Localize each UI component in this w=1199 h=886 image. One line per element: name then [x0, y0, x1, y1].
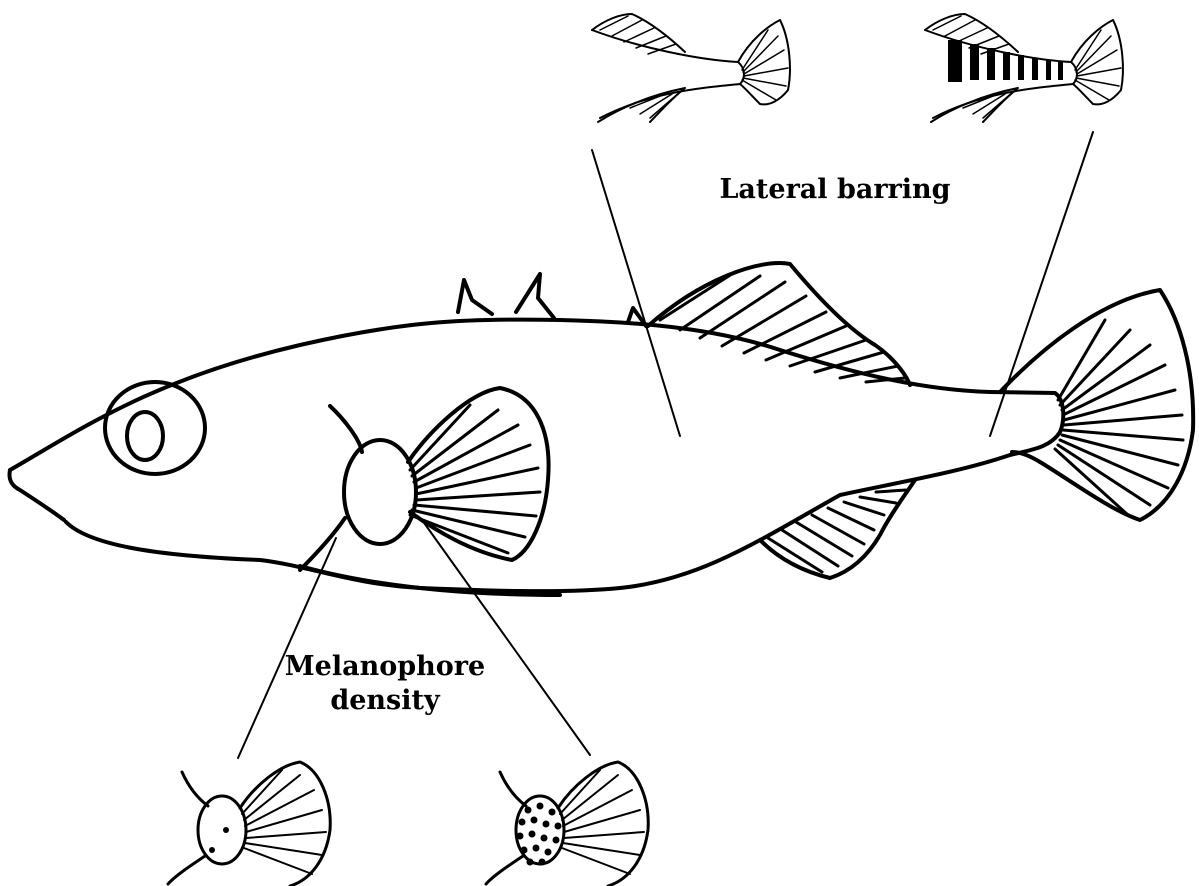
melanophore-label-line2: density [280, 684, 490, 718]
low-density-fin [240, 762, 330, 886]
high-density-fin [558, 762, 648, 886]
low-density-melanophores [209, 827, 229, 853]
operculum-line [330, 406, 362, 452]
lateral-barring-label: Lateral barring [700, 173, 970, 207]
leader-line-barred [990, 132, 1093, 436]
lateral-bars [948, 40, 1063, 82]
inset-low-density [168, 762, 330, 886]
main-fish [9, 263, 1193, 595]
fish-eye-inner [127, 412, 163, 460]
inset-high-density [486, 762, 648, 886]
fish-mouth [9, 470, 64, 520]
leader-line-unbarred [592, 150, 680, 436]
inset-barred [925, 14, 1123, 122]
fish-body [10, 320, 1063, 592]
inset-unbarred [592, 14, 790, 122]
dorsal-spine-1 [458, 280, 492, 314]
leader-line-low-density [238, 538, 336, 758]
pectoral-base-lower [300, 518, 345, 570]
pectoral-base [344, 440, 416, 544]
melanophore-label-line1: Melanophore [280, 650, 490, 684]
dorsal-spine-2 [516, 274, 554, 318]
melanophore-density-label: Melanophore density [280, 650, 490, 718]
leader-line-high-density [422, 520, 590, 755]
fish-eye-outer [105, 382, 205, 474]
